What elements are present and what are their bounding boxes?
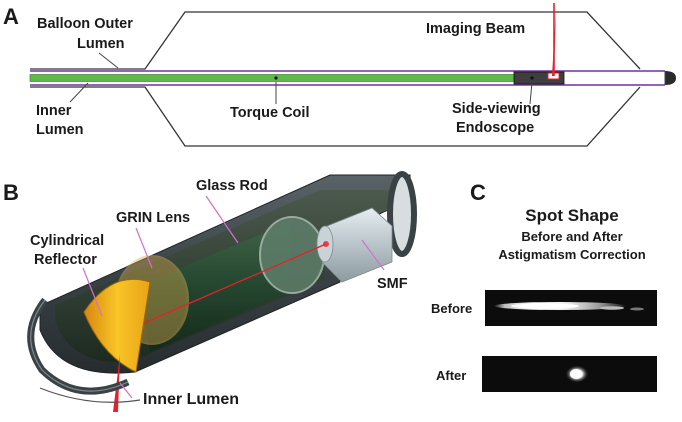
label-inner-lumen-b: Inner Lumen bbox=[143, 391, 239, 408]
glass-rod-end bbox=[259, 216, 325, 294]
tube-far-opening bbox=[387, 171, 417, 257]
before-label: Before bbox=[431, 301, 472, 316]
cylindrical-reflector bbox=[83, 278, 151, 373]
label-inner-lumen: Lumen bbox=[36, 122, 84, 138]
panel-c-letter: C bbox=[470, 180, 486, 205]
beam-axis bbox=[127, 243, 327, 331]
balloon-outer-lumen bbox=[30, 11, 641, 147]
smf-ferrule bbox=[321, 207, 393, 283]
label-inner: Inner bbox=[36, 103, 72, 119]
panel-b: B Glass Rod GRIN bbox=[3, 171, 417, 412]
label-grin-lens: GRIN Lens bbox=[116, 210, 190, 226]
inner-lumen-arc bbox=[39, 387, 141, 403]
leader-reflector bbox=[82, 267, 103, 317]
torque-coil bbox=[29, 74, 517, 82]
label-torque-coil: Torque Coil bbox=[230, 105, 309, 121]
label-balloon-lumen: Lumen bbox=[77, 36, 125, 52]
glass-rod bbox=[140, 222, 290, 352]
label-reflector: Reflector bbox=[34, 252, 97, 268]
leader-glass-rod bbox=[205, 195, 239, 244]
leader-grin bbox=[135, 227, 153, 269]
leader-inner-lumen bbox=[119, 382, 133, 399]
spot-shape-subtitle-1: Before and After bbox=[521, 229, 622, 244]
panel-b-letter: B bbox=[3, 180, 19, 205]
panel-a: A Balloon Outer Lumen Imaging Beam Inner… bbox=[3, 3, 676, 147]
leader-balloon bbox=[98, 52, 119, 69]
label-balloon-outer: Balloon Outer bbox=[37, 16, 133, 32]
spot-shape-title: Spot Shape bbox=[525, 206, 619, 225]
label-endoscope: Endoscope bbox=[456, 120, 534, 136]
label-glass-rod: Glass Rod bbox=[196, 178, 268, 194]
catheter-tip bbox=[665, 71, 676, 85]
spot-shape-subtitle-2: Astigmatism Correction bbox=[498, 247, 645, 262]
label-smf: SMF bbox=[377, 276, 408, 292]
label-cylindrical: Cylindrical bbox=[30, 233, 104, 249]
leader-inner bbox=[69, 82, 89, 103]
panel-c: C Spot Shape Before and After Astigmatis… bbox=[431, 180, 657, 392]
panel-a-letter: A bbox=[3, 4, 19, 29]
after-label: After bbox=[436, 368, 466, 383]
leader-endoscope bbox=[529, 81, 533, 105]
inner-lumen-tube bbox=[30, 70, 665, 86]
leader-smf bbox=[361, 239, 385, 271]
label-side-viewing: Side-viewing bbox=[452, 101, 541, 117]
label-imaging-beam: Imaging Beam bbox=[426, 21, 525, 37]
